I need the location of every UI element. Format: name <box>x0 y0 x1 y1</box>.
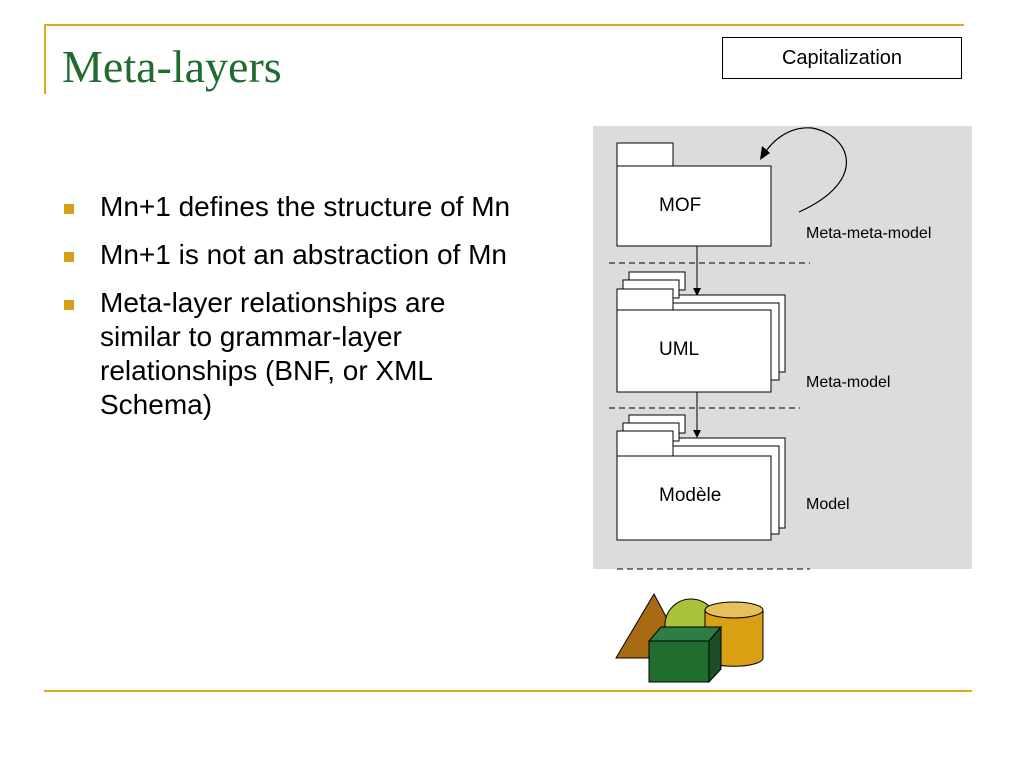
arrowhead <box>693 430 701 438</box>
bullet-item: Mn+1 is not an abstraction of Mn <box>62 238 522 272</box>
cube-shape-icon <box>647 625 723 684</box>
layer-label-model: Model <box>806 496 850 513</box>
bullet-list: Mn+1 defines the structure of Mn Mn+1 is… <box>62 190 522 436</box>
layer-label-meta-model: Meta-model <box>806 374 891 391</box>
top-rule <box>44 24 964 26</box>
square-bullet-icon <box>64 204 74 214</box>
bullet-text: Mn+1 defines the structure of Mn <box>100 191 511 222</box>
square-bullet-icon <box>64 252 74 262</box>
layer-label-meta-meta-model: Meta-meta-model <box>806 225 932 242</box>
model-shapes-illustration <box>615 592 764 684</box>
package-label-model: Modèle <box>659 485 722 506</box>
bullet-item: Mn+1 defines the structure of Mn <box>62 190 522 224</box>
self-reference-arrow <box>762 127 847 213</box>
category-tag: Capitalization <box>722 37 962 79</box>
package-label-uml: UML <box>659 339 700 360</box>
package-label-mof: MOF <box>659 195 702 216</box>
bullet-item: Meta-layer relationships are similar to … <box>62 286 522 422</box>
bullet-text: Mn+1 is not an abstraction of Mn <box>100 239 507 270</box>
model-package-stack-icon <box>616 414 786 541</box>
square-bullet-icon <box>64 300 74 310</box>
side-rule <box>44 24 46 94</box>
uml-package-stack-icon <box>616 271 786 393</box>
bullet-text: Meta-layer relationships are similar to … <box>100 287 446 420</box>
mof-package-icon <box>616 142 772 247</box>
arrowhead <box>693 288 701 296</box>
arrowhead <box>760 146 770 160</box>
slide-title: Meta-layers <box>62 41 282 92</box>
bottom-rule <box>44 690 972 692</box>
